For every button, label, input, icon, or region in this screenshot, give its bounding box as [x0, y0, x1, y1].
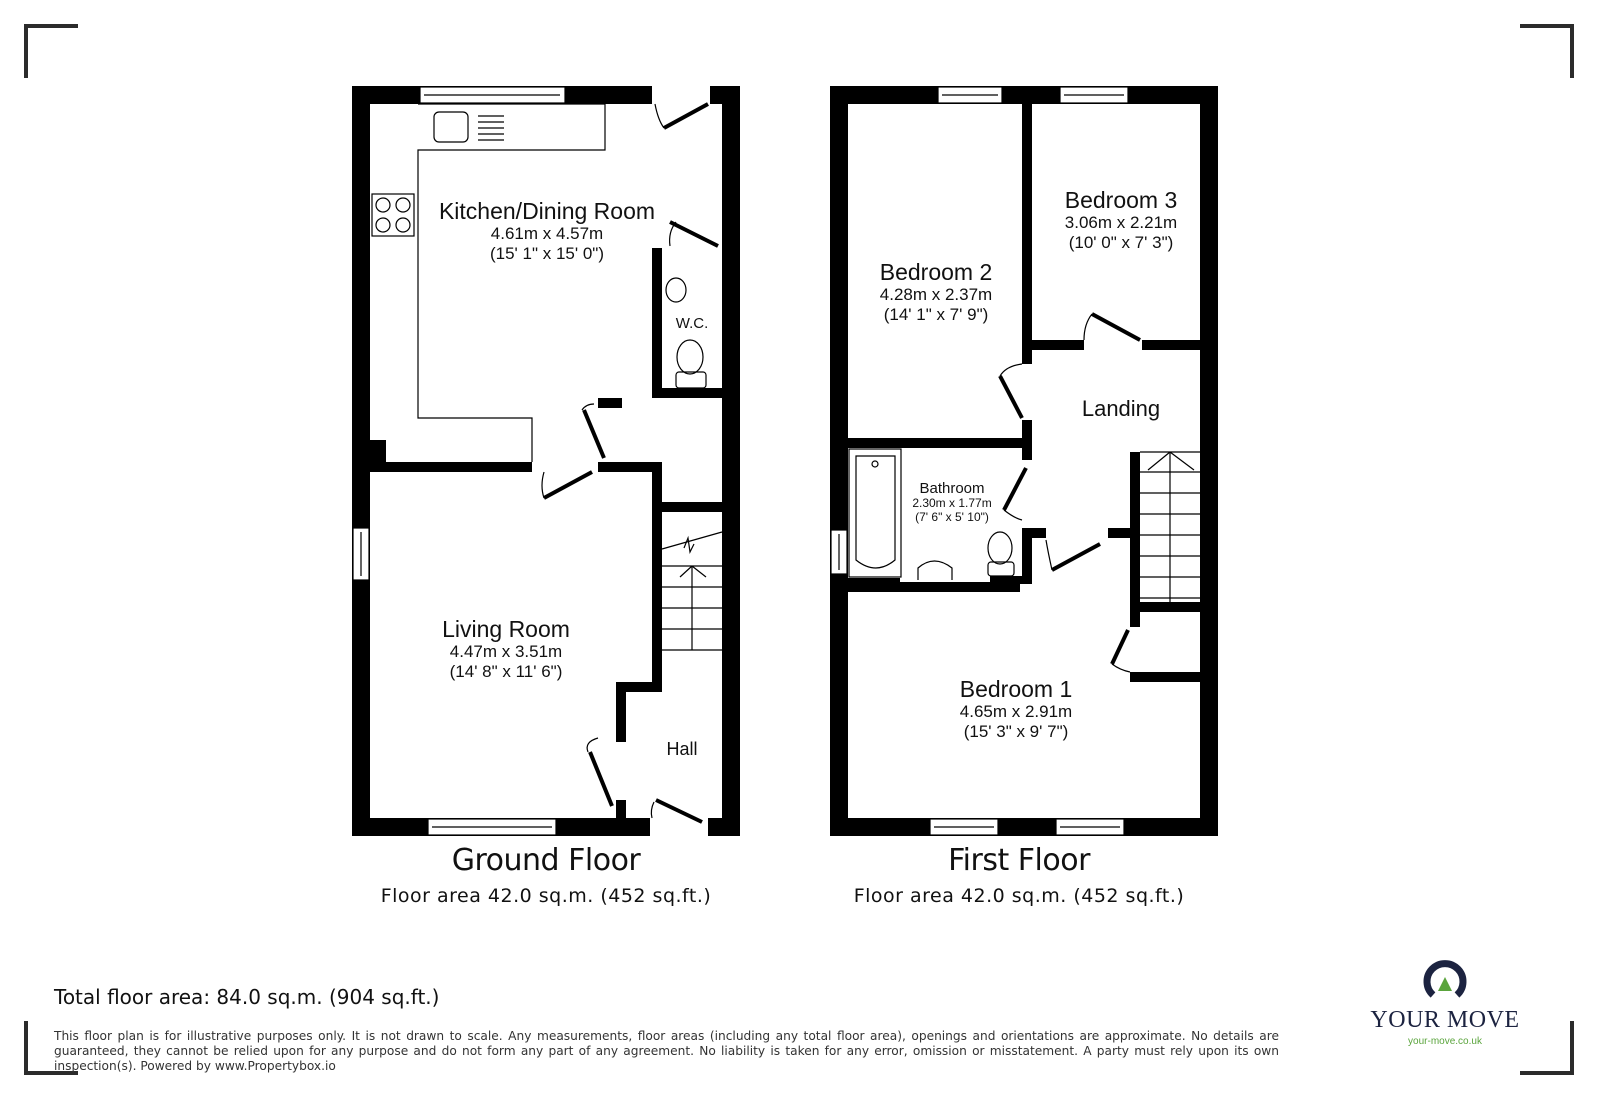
room-name: W.C. — [675, 315, 709, 332]
room-dimensions-metric: 4.47m x 3.51m — [449, 642, 563, 662]
first-floor-title: First Floor — [948, 843, 1090, 878]
first-floor-area: Floor area 42.0 sq.m. (452 sq.ft.) — [853, 885, 1185, 907]
room-name: Bedroom 2 — [879, 259, 993, 285]
room-living: Living Room 4.47m x 3.51m (14' 8" x 11' … — [442, 616, 570, 682]
room-dimensions-metric: 2.30m x 1.77m — [912, 496, 992, 511]
room-kitchen-dining: Kitchen/Dining Room 4.61m x 4.57m (15' 1… — [439, 198, 655, 264]
room-dimensions-imperial: (15' 1" x 15' 0") — [489, 243, 604, 263]
crop-mark-bottom-left — [24, 1021, 78, 1075]
room-bedroom-2: Bedroom 2 4.28m x 2.37m (14' 1" x 7' 9") — [880, 259, 993, 325]
total-floor-area: Total floor area: 84.0 sq.m. (904 sq.ft.… — [54, 985, 440, 1009]
ground-floor-area: Floor area 42.0 sq.m. (452 sq.ft.) — [380, 885, 712, 907]
room-dimensions-imperial: (15' 3" x 9' 7") — [963, 721, 1069, 741]
room-landing: Landing — [1082, 396, 1160, 421]
crop-mark-top-right — [1520, 24, 1574, 78]
room-name: Landing — [1081, 396, 1161, 421]
your-move-logo: YOUR MOVE your-move.co.uk — [1370, 955, 1520, 1047]
crop-mark-bottom-right — [1520, 1021, 1574, 1075]
disclaimer-text: This floor plan is for illustrative purp… — [54, 1029, 1279, 1073]
room-dimensions-metric: 4.28m x 2.37m — [879, 285, 993, 305]
room-wc: W.C. — [676, 315, 709, 332]
room-dimensions-metric: 3.06m x 2.21m — [1064, 213, 1178, 233]
ground-floor-title: Ground Floor — [451, 843, 641, 878]
room-name: Bathroom — [919, 480, 985, 497]
room-name: Hall — [666, 739, 698, 759]
room-name: Living Room — [442, 616, 570, 642]
room-dimensions-imperial: (14' 8" x 11' 6") — [449, 661, 563, 681]
logo-url: your-move.co.uk — [1408, 1036, 1482, 1047]
room-bedroom-1: Bedroom 1 4.65m x 2.91m (15' 3" x 9' 7") — [960, 676, 1073, 742]
ground-floor-plan — [352, 86, 740, 836]
room-name: Bedroom 1 — [959, 676, 1073, 702]
room-hall: Hall — [666, 739, 697, 760]
room-dimensions-imperial: (7' 6" x 5' 10") — [915, 510, 989, 525]
room-name: Kitchen/Dining Room — [438, 198, 656, 224]
room-dimensions-metric: 4.65m x 2.91m — [959, 702, 1073, 722]
room-bedroom-3: Bedroom 3 3.06m x 2.21m (10' 0" x 7' 3") — [1065, 187, 1178, 253]
room-bathroom: Bathroom 2.30m x 1.77m (7' 6" x 5' 10") — [912, 480, 991, 525]
room-dimensions-imperial: (10' 0" x 7' 3") — [1068, 232, 1174, 252]
crop-mark-top-left — [24, 24, 78, 78]
room-name: Bedroom 3 — [1064, 187, 1178, 213]
room-dimensions-imperial: (14' 1" x 7' 9") — [883, 304, 989, 324]
logo-mark-icon — [1421, 955, 1469, 1003]
room-dimensions-metric: 4.61m x 4.57m — [490, 224, 604, 244]
logo-name: YOUR MOVE — [1370, 1007, 1520, 1033]
